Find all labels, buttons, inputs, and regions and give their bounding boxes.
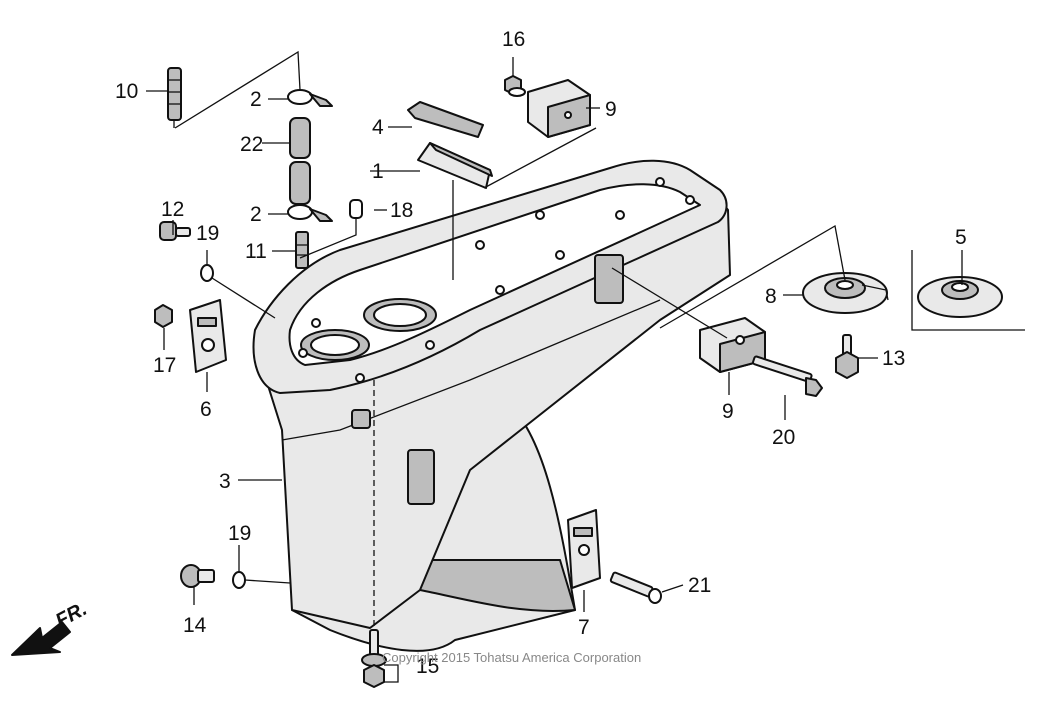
callout-20: 20 (772, 426, 795, 449)
callout-11: 11 (245, 240, 267, 263)
callout-4: 4 (372, 116, 384, 139)
part-5-trim-tab (917, 276, 1003, 318)
part-9-block-top (527, 79, 591, 138)
gear-case-housing (252, 159, 731, 652)
callout-8: 8 (765, 285, 777, 308)
callout-2-bottom: 2 (250, 203, 262, 226)
callout-19-bottom: 19 (228, 522, 251, 545)
part-21-bolt (609, 571, 662, 604)
callout-9-top: 9 (605, 98, 617, 121)
part-2-clamp-bottom (287, 204, 333, 222)
part-10-stud (167, 67, 182, 128)
copyright-text: Copyright 2015 Tohatsu America Corporati… (382, 650, 641, 665)
part-8-trim-tab (802, 272, 889, 314)
part-11-nipple (295, 231, 309, 269)
callout-22: 22 (240, 133, 263, 156)
part-19-washer-bottom (232, 571, 246, 589)
part-19-washer-top (200, 264, 214, 282)
callout-10: 10 (115, 80, 138, 103)
callout-5: 5 (955, 226, 967, 249)
callout-13: 13 (882, 347, 905, 370)
callout-15: 15 (416, 655, 439, 678)
part-20-bolt (752, 355, 823, 397)
callout-17: 17 (153, 354, 176, 377)
part-18-plug (349, 199, 363, 219)
callout-3: 3 (219, 470, 231, 493)
part-22-hose (289, 117, 311, 205)
callout-16: 16 (502, 28, 525, 51)
part-7-anode (567, 509, 601, 589)
callout-18: 18 (390, 199, 413, 222)
callout-19-top: 19 (196, 222, 219, 245)
callout-7: 7 (578, 616, 590, 639)
callout-6: 6 (200, 398, 212, 421)
part-4-spacer (407, 101, 484, 138)
callout-1: 1 (372, 160, 384, 183)
part-17-nut (154, 304, 173, 328)
front-direction-arrow: FR. (11, 598, 91, 656)
part-16-nut (504, 75, 526, 97)
callout-21: 21 (688, 574, 711, 597)
part-2-clamp-top (287, 89, 333, 107)
callout-14: 14 (183, 614, 207, 637)
callout-12: 12 (161, 198, 184, 221)
part-1-seal (417, 142, 493, 189)
part-14-plug (180, 564, 215, 588)
callout-9-lower: 9 (722, 400, 734, 423)
leader-lines (146, 50, 1025, 683)
callout-labels: 10 2 22 2 4 1 16 9 18 11 12 19 17 6 3 19… (115, 28, 967, 678)
callout-2-top: 2 (250, 88, 262, 111)
part-6-anode (189, 299, 227, 373)
part-13-bolt (835, 334, 859, 379)
part-12-bolt (159, 221, 191, 241)
